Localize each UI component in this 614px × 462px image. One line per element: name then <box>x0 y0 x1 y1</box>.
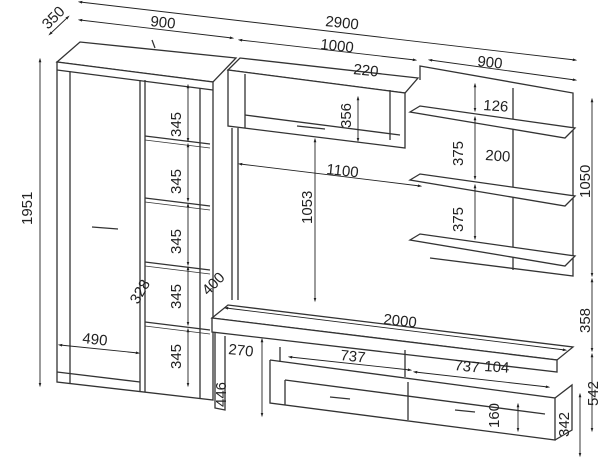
label-cabinet-mount-height: 1053 <box>299 191 316 224</box>
label-wall-cabinet-height: 356 <box>338 103 355 128</box>
label-shelf-panel-width: 900 <box>477 53 504 73</box>
label-shelf-spacing-3: 345 <box>168 229 185 254</box>
label-side-section-width: 270 <box>228 341 255 361</box>
label-shelf-gap-top: 126 <box>483 97 509 116</box>
label-shelf-spacing-4: 345 <box>168 284 185 309</box>
label-tv-stand-height: 542 <box>585 381 602 406</box>
label-wall-cabinet-width: 1000 <box>320 36 355 56</box>
wardrobe <box>55 39 238 401</box>
door-handle <box>91 226 119 230</box>
label-shelf-spacing-1: 345 <box>168 112 185 137</box>
label-drawer-height: 160 <box>486 403 503 428</box>
label-wall-cabinet-depth: 220 <box>353 61 380 81</box>
label-shelf-spacing-375-a: 375 <box>450 141 467 166</box>
wall-cabinet <box>226 57 420 149</box>
label-niche-width-right: 737 <box>454 357 481 377</box>
label-tv-stand-width: 2000 <box>383 311 418 331</box>
label-shelf-spacing-375-b: 375 <box>450 207 467 232</box>
dimension-lines <box>38 0 594 458</box>
label-panel-gap-height: 358 <box>577 308 594 333</box>
label-shelf-spacing-5: 345 <box>168 344 185 369</box>
label-shelf-depth: 200 <box>485 147 511 166</box>
shelf-panel <box>408 65 577 277</box>
label-shelf-panel-height: 1050 <box>577 165 594 198</box>
label-door-width: 490 <box>82 330 109 350</box>
label-wardrobe-depth: 350 <box>39 3 69 33</box>
label-total-height: 1951 <box>19 192 36 225</box>
cabinet-handle <box>296 125 326 130</box>
label-total-width: 2900 <box>325 13 360 33</box>
label-shelf-spacing-2: 345 <box>168 169 185 194</box>
label-overhang: 104 <box>484 358 510 377</box>
label-niche-width-left: 737 <box>340 347 367 367</box>
label-drawer-box-height: 342 <box>556 412 573 437</box>
label-wardrobe-width: 900 <box>150 13 177 33</box>
label-gap-width: 1100 <box>326 161 360 181</box>
label-side-height: 446 <box>213 382 230 407</box>
